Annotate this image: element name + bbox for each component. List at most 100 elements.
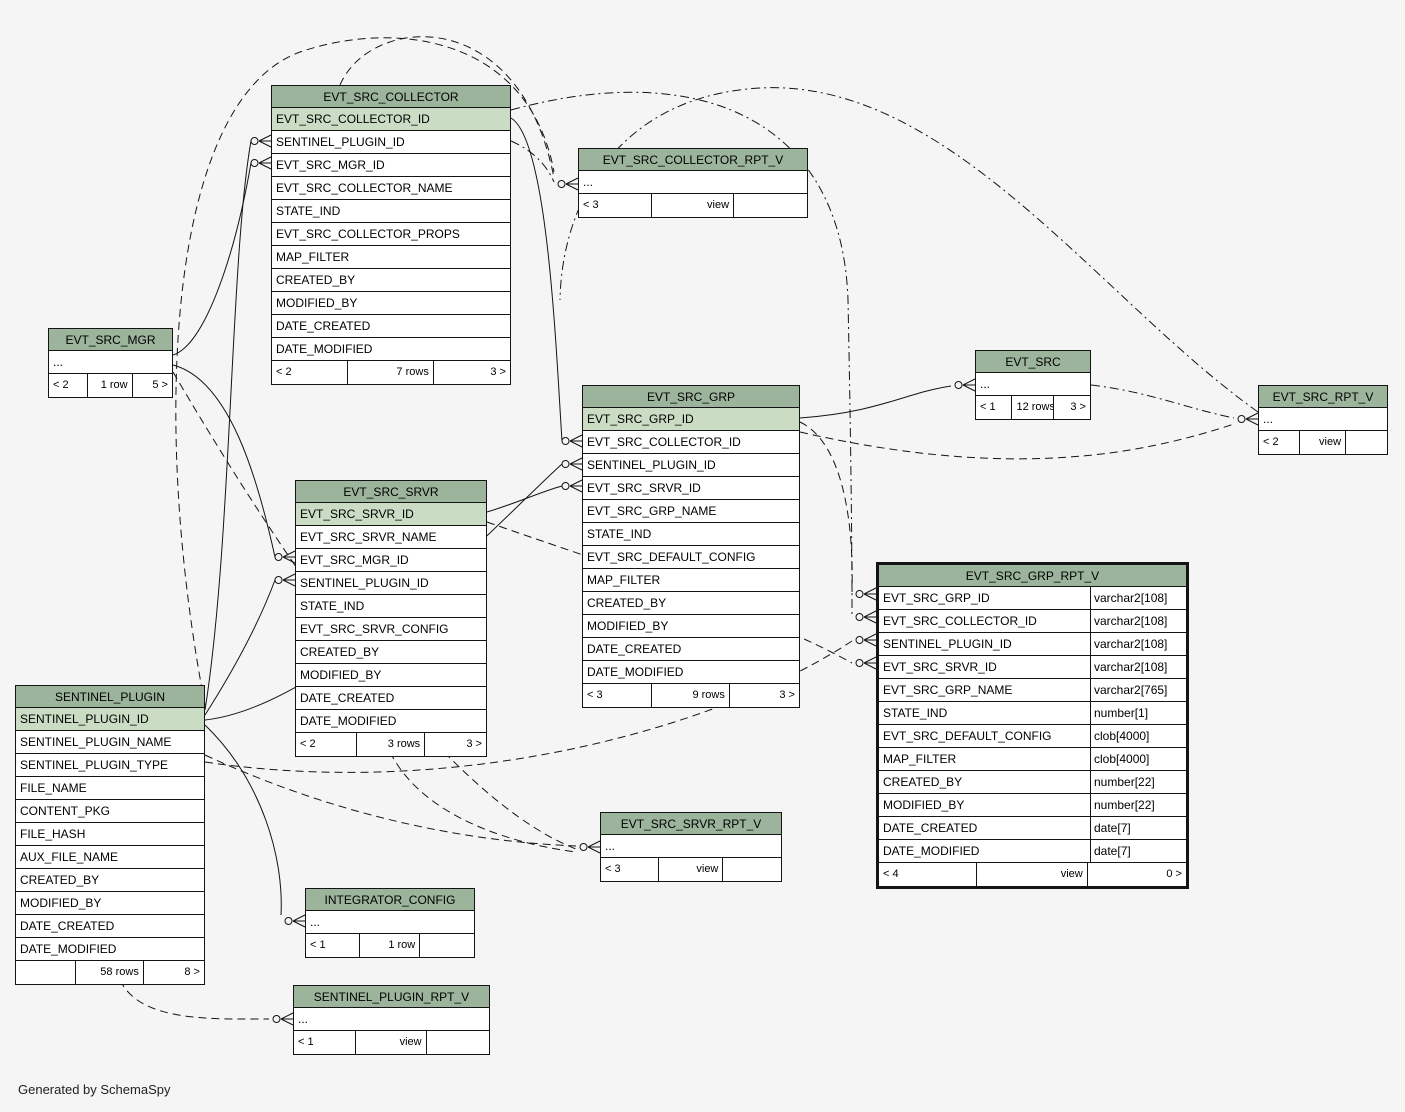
relationship-edge (799, 421, 853, 593)
column-name: CONTENT_PKG (20, 804, 111, 818)
column-row-evt-src-collector-5: EVT_SRC_COLLECTOR_PROPS (272, 223, 510, 246)
footer-center-cell: 1 row (88, 374, 133, 397)
column-name: STATE_IND (300, 599, 365, 613)
relationship-edge (204, 640, 853, 773)
footer-left-cell: < 3 (579, 194, 652, 217)
crowfoot-marker (579, 840, 601, 854)
column-name: DATE_CREATED (300, 691, 395, 705)
column-row-sentinel-plugin-9: DATE_CREATED (16, 915, 204, 938)
column-row-evt-src-collector-9: DATE_CREATED (272, 315, 510, 338)
table-title-evt-src-grp-rpt-v[interactable]: EVT_SRC_GRP_RPT_V (879, 565, 1186, 587)
column-row-evt-src-grp-3: EVT_SRC_SRVR_ID (583, 477, 799, 500)
column-row-sentinel-plugin-3: FILE_NAME (16, 777, 204, 800)
table-title-sentinel-plugin-rpt-v[interactable]: SENTINEL_PLUGIN_RPT_V (294, 986, 489, 1008)
column-name: EVT_SRC_GRP_ID (883, 591, 990, 605)
table-title-evt-src-collector[interactable]: EVT_SRC_COLLECTOR (272, 86, 510, 108)
column-name: MODIFIED_BY (20, 896, 102, 910)
table-title-integrator-config[interactable]: INTEGRATOR_CONFIG (306, 889, 474, 911)
crowfoot-marker (855, 610, 877, 624)
relationship-edge (510, 91, 853, 616)
table-title-evt-src-srvr-rpt-v[interactable]: EVT_SRC_SRVR_RPT_V (601, 813, 781, 835)
column-row-sentinel-plugin-2: SENTINEL_PLUGIN_TYPE (16, 754, 204, 777)
column-name: EVT_SRC_GRP_NAME (883, 683, 1013, 697)
crowfoot-marker (250, 156, 272, 170)
relationship-edge (799, 423, 1235, 460)
column-type: number[22] (1090, 794, 1186, 816)
footer-left-cell: < 2 (49, 374, 89, 397)
column-name: MODIFIED_BY (300, 668, 382, 682)
relationship-edge (510, 140, 555, 183)
column-row-evt-src-grp-7: MAP_FILTER (583, 569, 799, 592)
footer-left-cell: < 2 (296, 733, 357, 756)
footer-center-cell: 3 rows (357, 733, 426, 756)
column-name: ... (310, 915, 321, 929)
column-name: EVT_SRC_COLLECTOR_ID (883, 614, 1037, 628)
footer-left-cell (16, 961, 77, 984)
column-row-evt-src-srvr-5: EVT_SRC_SRVR_CONFIG (296, 618, 486, 641)
crowfoot-marker (855, 587, 877, 601)
column-name: AUX_FILE_NAME (20, 850, 119, 864)
relationship-edge (172, 364, 276, 558)
crowfoot-marker (284, 914, 306, 928)
relationship-edge (172, 162, 252, 356)
relationship-edge (175, 37, 555, 706)
column-row-integrator-config-0: ... (306, 911, 474, 934)
crowfoot-marker (274, 550, 296, 564)
column-row-evt-src-collector-4: STATE_IND (272, 200, 510, 223)
column-name: EVT_SRC_SRVR_CONFIG (300, 622, 449, 636)
relationship-edge (204, 724, 282, 916)
column-type: varchar2[108] (1090, 587, 1186, 609)
column-row-evt-src-srvr-0: EVT_SRC_SRVR_ID (296, 503, 486, 526)
table-title-evt-src-rpt-v[interactable]: EVT_SRC_RPT_V (1259, 386, 1387, 408)
crowfoot-marker (855, 656, 877, 670)
table-evt-src-srvr: EVT_SRC_SRVR EVT_SRC_SRVR_ID EVT_SRC_SRVR_… (295, 480, 487, 757)
footer-right-cell: 8 > (184, 966, 200, 978)
column-row-evt-src-grp-6: EVT_SRC_DEFAULT_CONFIG (583, 546, 799, 569)
column-name: DATE_MODIFIED (883, 844, 980, 858)
column-row-evt-src-srvr-4: STATE_IND (296, 595, 486, 618)
column-type: number[1] (1090, 702, 1186, 724)
table-title-evt-src[interactable]: EVT_SRC (976, 351, 1090, 373)
column-name: EVT_SRC_SRVR_ID (587, 481, 701, 495)
footer-right-cell (734, 194, 807, 217)
column-type: date[7] (1090, 817, 1186, 839)
table-title-evt-src-mgr[interactable]: EVT_SRC_MGR (49, 329, 172, 351)
column-name: EVT_SRC_COLLECTOR_ID (276, 112, 430, 126)
crowfoot-marker (855, 633, 877, 647)
column-type: varchar2[108] (1090, 633, 1186, 655)
column-name: EVT_SRC_GRP_ID (587, 412, 694, 426)
column-name: DATE_CREATED (883, 821, 978, 835)
table-title-evt-src-srvr[interactable]: EVT_SRC_SRVR (296, 481, 486, 503)
column-row-evt-src-collector-rpt-v-0: ... (579, 171, 807, 194)
footer-center-cell: 7 rows (348, 361, 434, 384)
footer-left-cell: < 2 (1259, 431, 1300, 454)
footer-center-cell: view (659, 858, 724, 881)
column-row-evt-src-srvr-6: CREATED_BY (296, 641, 486, 664)
column-row-sentinel-plugin-10: DATE_MODIFIED (16, 938, 204, 961)
column-name: EVT_SRC_SRVR_ID (300, 507, 414, 521)
column-row-evt-src-srvr-1: EVT_SRC_SRVR_NAME (296, 526, 486, 549)
table-title-evt-src-collector-rpt-v[interactable]: EVT_SRC_COLLECTOR_RPT_V (579, 149, 807, 171)
column-row-evt-src-grp-11: DATE_MODIFIED (583, 661, 799, 684)
crowfoot-marker (250, 134, 272, 148)
footer-right-cell (420, 934, 474, 957)
table-title-evt-src-grp[interactable]: EVT_SRC_GRP (583, 386, 799, 408)
column-row-evt-src-collector-8: MODIFIED_BY (272, 292, 510, 315)
table-title-sentinel-plugin[interactable]: SENTINEL_PLUGIN (16, 686, 204, 708)
column-row-evt-src-grp-0: EVT_SRC_GRP_ID (583, 408, 799, 431)
relationship-edge (204, 579, 276, 716)
column-name: CREATED_BY (276, 273, 356, 287)
